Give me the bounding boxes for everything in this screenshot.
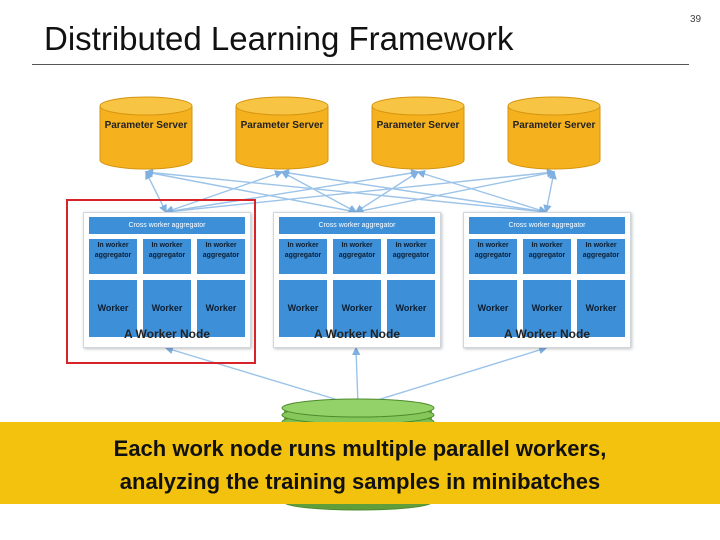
in-worker-aggregator: In worker aggregator [197,239,245,274]
worker-box: Worker [279,280,327,337]
database-icon [99,96,193,170]
in-worker-aggregator: In worker aggregator [89,239,137,274]
parameter-server-1: Parameter Server [99,96,193,170]
page-number: 39 [690,14,702,25]
server-label: Parameter Server [376,120,460,131]
worker-box: Worker [197,280,245,337]
cross-worker-aggregator: Cross worker aggregator [469,217,625,234]
worker-node-label: A Worker Node [123,327,210,341]
worker-box: Worker [577,280,625,337]
worker-box: Worker [387,280,435,337]
highlight-box [66,199,256,364]
database-icon [235,96,329,170]
parameter-server-4: Parameter Server [507,96,601,170]
database-icon [507,96,601,170]
worker-box: Worker [333,280,381,337]
caption-line-2: analyzing the training samples in miniba… [119,469,601,494]
server-label: Parameter Server [512,120,596,131]
server-node-arrow [543,170,557,214]
in-worker-aggregator: In worker aggregator [333,239,381,274]
node-data-arrow [356,346,548,408]
worker-node-3: Cross worker aggregator In worker aggreg… [463,212,631,348]
title-rule [32,64,689,65]
worker-box: Worker [523,280,571,337]
cross-worker-aggregator: Cross worker aggregator [89,217,245,234]
parameter-server-2: Parameter Server [235,96,329,170]
server-node-arrow [354,169,556,215]
server-label: Parameter Server [240,120,324,131]
in-worker-aggregator: In worker aggregator [523,239,571,274]
worker-node-1: Cross worker aggregator In worker aggreg… [83,212,251,348]
caption-line-1: Each work node runs multiple parallel wo… [113,436,607,461]
worker-node-2: Cross worker aggregator In worker aggreg… [273,212,441,348]
node-data-arrow [164,346,360,408]
server-label: Parameter Server [104,120,188,131]
worker-node-label: A Worker Node [313,327,400,341]
worker-box: Worker [143,280,191,337]
database-icon [371,96,465,170]
worker-node-label: A Worker Node [503,327,590,341]
cross-worker-aggregator: Cross worker aggregator [279,217,435,234]
in-worker-aggregator: In worker aggregator [143,239,191,274]
worker-box: Worker [89,280,137,337]
in-worker-aggregator: In worker aggregator [279,239,327,274]
in-worker-aggregator: In worker aggregator [577,239,625,274]
slide-title: Distributed Learning Framework [44,20,514,57]
worker-box: Worker [469,280,517,337]
in-worker-aggregator: In worker aggregator [387,239,435,274]
in-worker-aggregator: In worker aggregator [469,239,517,274]
caption-banner: Each work node runs multiple parallel wo… [0,422,720,504]
parameter-server-3: Parameter Server [371,96,465,170]
